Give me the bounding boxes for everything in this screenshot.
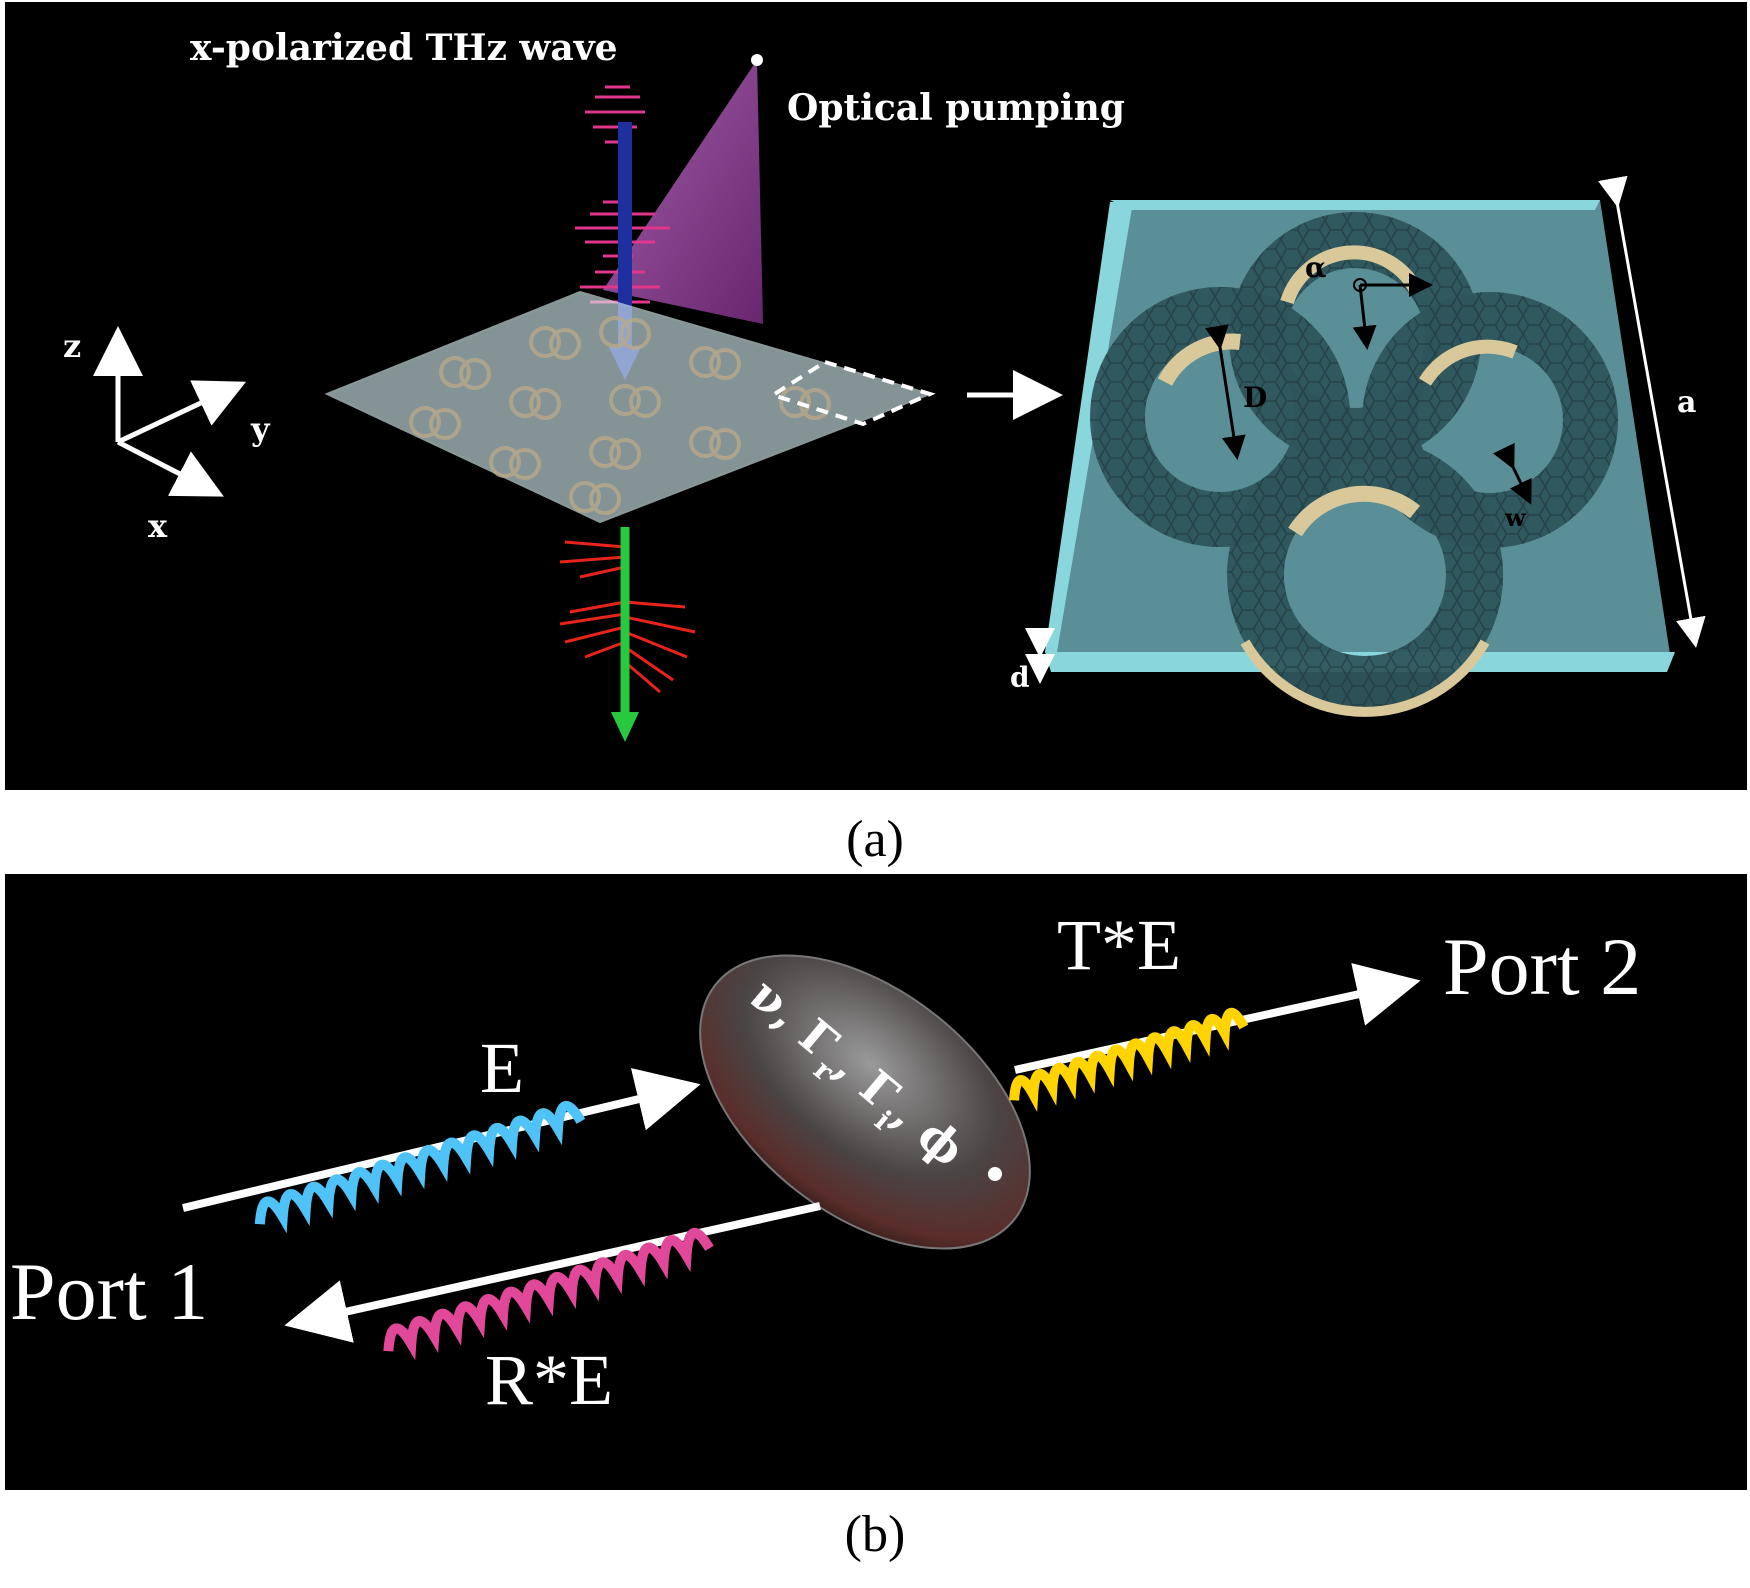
pump-source-dot xyxy=(751,54,763,66)
axis-z-label: z xyxy=(63,327,81,365)
alpha-label: α xyxy=(1305,251,1327,284)
output-arrow-head xyxy=(611,712,639,742)
metasurface-plate xyxy=(324,290,934,524)
a-label: a xyxy=(1677,385,1696,420)
substrate-back-wall xyxy=(1110,200,1600,210)
pump-label: Optical pumping xyxy=(787,87,1125,129)
axis-x-label: x xyxy=(148,507,168,545)
coordinate-axes xyxy=(93,326,247,497)
d-label: d xyxy=(1010,661,1030,694)
port1-label: Port 1 xyxy=(10,1246,208,1337)
panel-a-graphic: z y x x-polarized THz wave Optical pumpi… xyxy=(63,27,1706,742)
transmitted-spring xyxy=(1009,1007,1249,1113)
caption-b: (b) xyxy=(844,1506,906,1563)
dimension-D-arrow xyxy=(1204,324,1246,460)
panel-a: z y x x-polarized THz wave Optical pumpi… xyxy=(5,2,1747,790)
caption-a: (a) xyxy=(846,811,904,868)
optical-pump-beam xyxy=(603,60,763,324)
resonator-ellipse xyxy=(699,954,1031,1250)
axis-y-label: y xyxy=(250,410,271,448)
panel-b: ν, Γr, Γi, ϕ E T*E R*E Port 1 Port 2 xyxy=(5,874,1747,1490)
w-label: w xyxy=(1504,503,1527,532)
transmitted-wave xyxy=(559,540,696,694)
substrate-left-wall xyxy=(1045,202,1133,652)
reflected-arrow xyxy=(284,1202,821,1343)
reflected-label: R*E xyxy=(485,1340,613,1420)
unit-cell: α D w xyxy=(1045,200,1675,717)
dimension-w-arrow xyxy=(1493,442,1532,505)
port2-label: Port 2 xyxy=(1443,921,1641,1012)
incident-spring xyxy=(254,1101,586,1234)
dimension-a-arrow xyxy=(1598,175,1706,648)
wave-label: x-polarized THz wave xyxy=(190,27,618,69)
graphene-split-rings xyxy=(1090,212,1619,717)
panel-b-graphic: ν, Γr, Γi, ϕ E T*E R*E Port 1 Port 2 xyxy=(10,905,1641,1420)
selected-unit-cell-box xyxy=(768,359,936,427)
plate-unit-cells xyxy=(409,316,831,515)
reflected-spring xyxy=(383,1228,714,1361)
D-label: D xyxy=(1243,381,1267,414)
transmitted-label: T*E xyxy=(1057,905,1181,985)
incident-label: E xyxy=(480,1028,524,1108)
